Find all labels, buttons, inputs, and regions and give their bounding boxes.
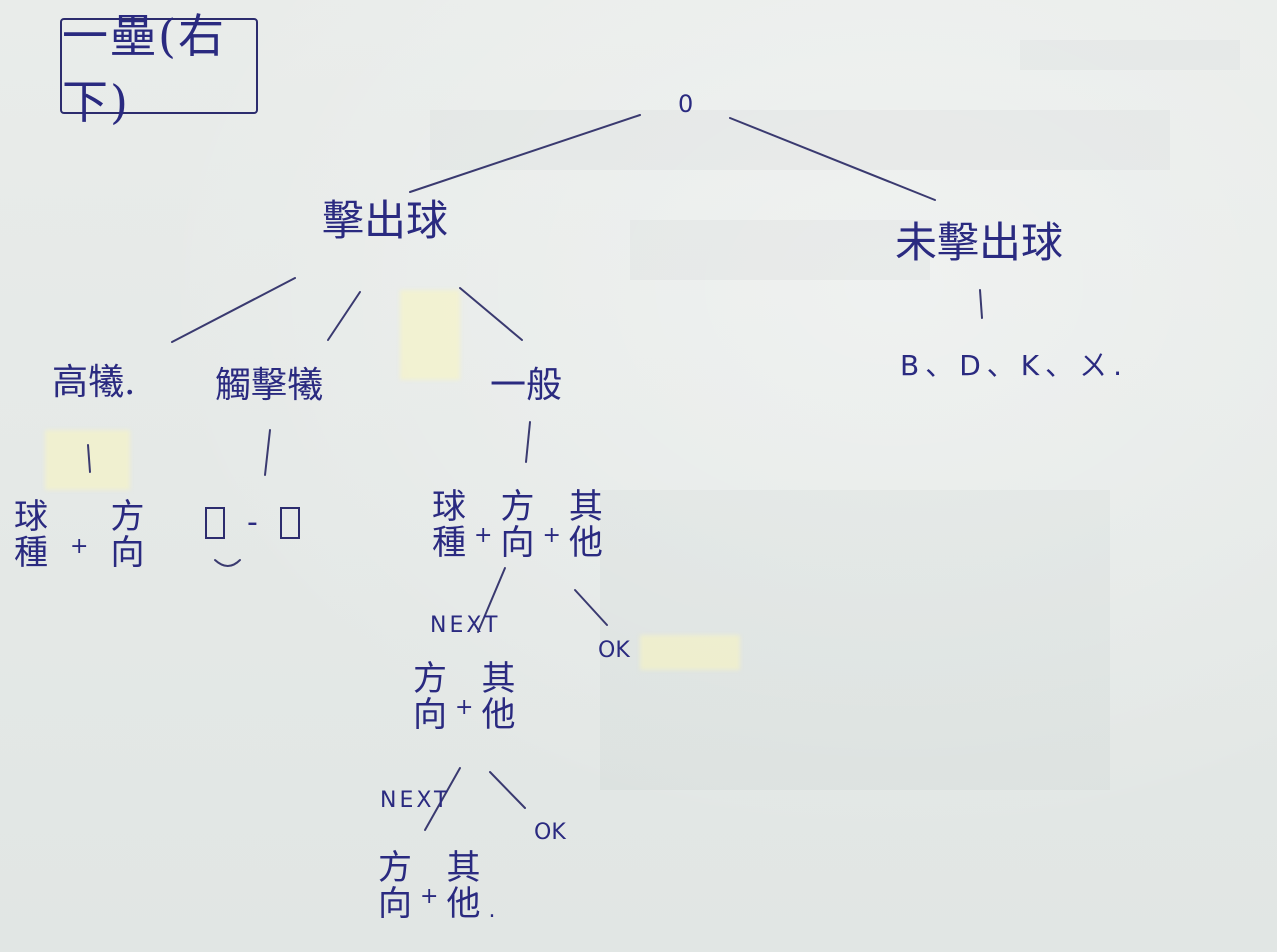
root-node: 0	[678, 90, 694, 118]
char: 球	[14, 497, 48, 537]
edge-hit-b	[327, 291, 361, 341]
bleed-through-highlight	[45, 430, 130, 490]
bleed-through-highlight	[640, 635, 740, 670]
node-high-sacrifice: 高犧.	[52, 362, 136, 403]
plus-sign: +	[70, 534, 89, 560]
label-ok-1: OK	[598, 638, 630, 663]
char: 球	[432, 487, 466, 527]
node-bdk-leaf: B、D、K、ㄨ.	[900, 349, 1129, 382]
node-not-hit-ball: 未擊出球	[895, 218, 1064, 267]
label-next-1: NEXT	[430, 613, 501, 638]
title-box: 一壘(右下)	[60, 9, 258, 129]
label-ok-2: OK	[534, 820, 566, 845]
char: 其	[446, 847, 481, 888]
char: 他	[481, 694, 516, 735]
char: 向	[378, 883, 412, 924]
stack-direction: 方 向	[413, 659, 447, 735]
stack-direction: 方 向	[500, 487, 535, 563]
empty-square-right	[279, 506, 300, 539]
edge-b-smile	[214, 559, 241, 567]
node-general: 一般	[490, 365, 563, 406]
title-text: 一壘(右下)	[62, 9, 226, 129]
dash-mark: -	[247, 505, 258, 540]
stack-direction: 方 向	[110, 497, 145, 573]
edge-l1-ok	[574, 589, 608, 626]
plus-sign: +	[455, 695, 474, 721]
stack-pitch-type: 球 種	[14, 497, 48, 573]
stack-other: 其 他	[481, 659, 516, 735]
leaf-direction-other-2: 方 向 + 其 他	[413, 659, 516, 735]
empty-square-left	[205, 506, 225, 539]
bleed-through-block	[430, 110, 1170, 170]
stack-pitch-type: 球 種	[432, 487, 466, 563]
node-bunt-sacrifice: 觸擊犧	[215, 365, 324, 406]
char: 向	[500, 522, 535, 563]
leaf-direction-other-3: 方 向 + 其 他 .	[378, 850, 495, 923]
edge-b-leaf	[264, 429, 271, 476]
char: 種	[14, 532, 48, 573]
edge-hit-c	[459, 287, 523, 341]
edge-root-hit	[409, 114, 641, 193]
bleed-through-highlight	[400, 290, 460, 380]
char: 其	[481, 659, 516, 699]
bleed-through-block	[630, 220, 930, 280]
char: 他	[568, 522, 603, 563]
end-period: .	[488, 898, 496, 923]
plus-sign: +	[474, 523, 493, 549]
leaf-pitch-direction-a: 球 種 + 方 向	[14, 497, 145, 573]
stack-other: 其 他	[446, 847, 481, 924]
char: 向	[110, 532, 145, 573]
plus-sign: +	[420, 884, 439, 909]
char: 種	[432, 522, 466, 563]
edge-l2-ok	[489, 771, 526, 809]
stack-other: 其 他	[568, 487, 603, 563]
char: 方	[378, 847, 412, 888]
edge-root-nohit	[729, 117, 936, 201]
leaf-square-dash-square: -	[205, 505, 300, 540]
char: 他	[446, 883, 481, 924]
bleed-through-block	[1020, 40, 1240, 70]
edge-l1-next	[477, 567, 506, 633]
char: 方	[500, 487, 535, 527]
edge-nohit-leaf	[979, 289, 983, 319]
stack-direction: 方 向	[378, 847, 412, 924]
char: 方	[413, 659, 447, 699]
edge-c-leaf	[525, 421, 531, 463]
label-next-2: NEXT	[380, 788, 451, 813]
edge-l2-next	[424, 767, 461, 831]
plus-sign: +	[542, 523, 561, 549]
edge-a-leaf	[87, 444, 91, 473]
edge-hit-a	[171, 277, 296, 343]
leaf-pitch-direction-other: 球 種 + 方 向 + 其 他	[432, 487, 603, 563]
node-hit-ball: 擊出球	[322, 196, 449, 245]
char: 方	[110, 497, 145, 537]
char: 向	[413, 694, 447, 735]
char: 其	[568, 487, 603, 527]
